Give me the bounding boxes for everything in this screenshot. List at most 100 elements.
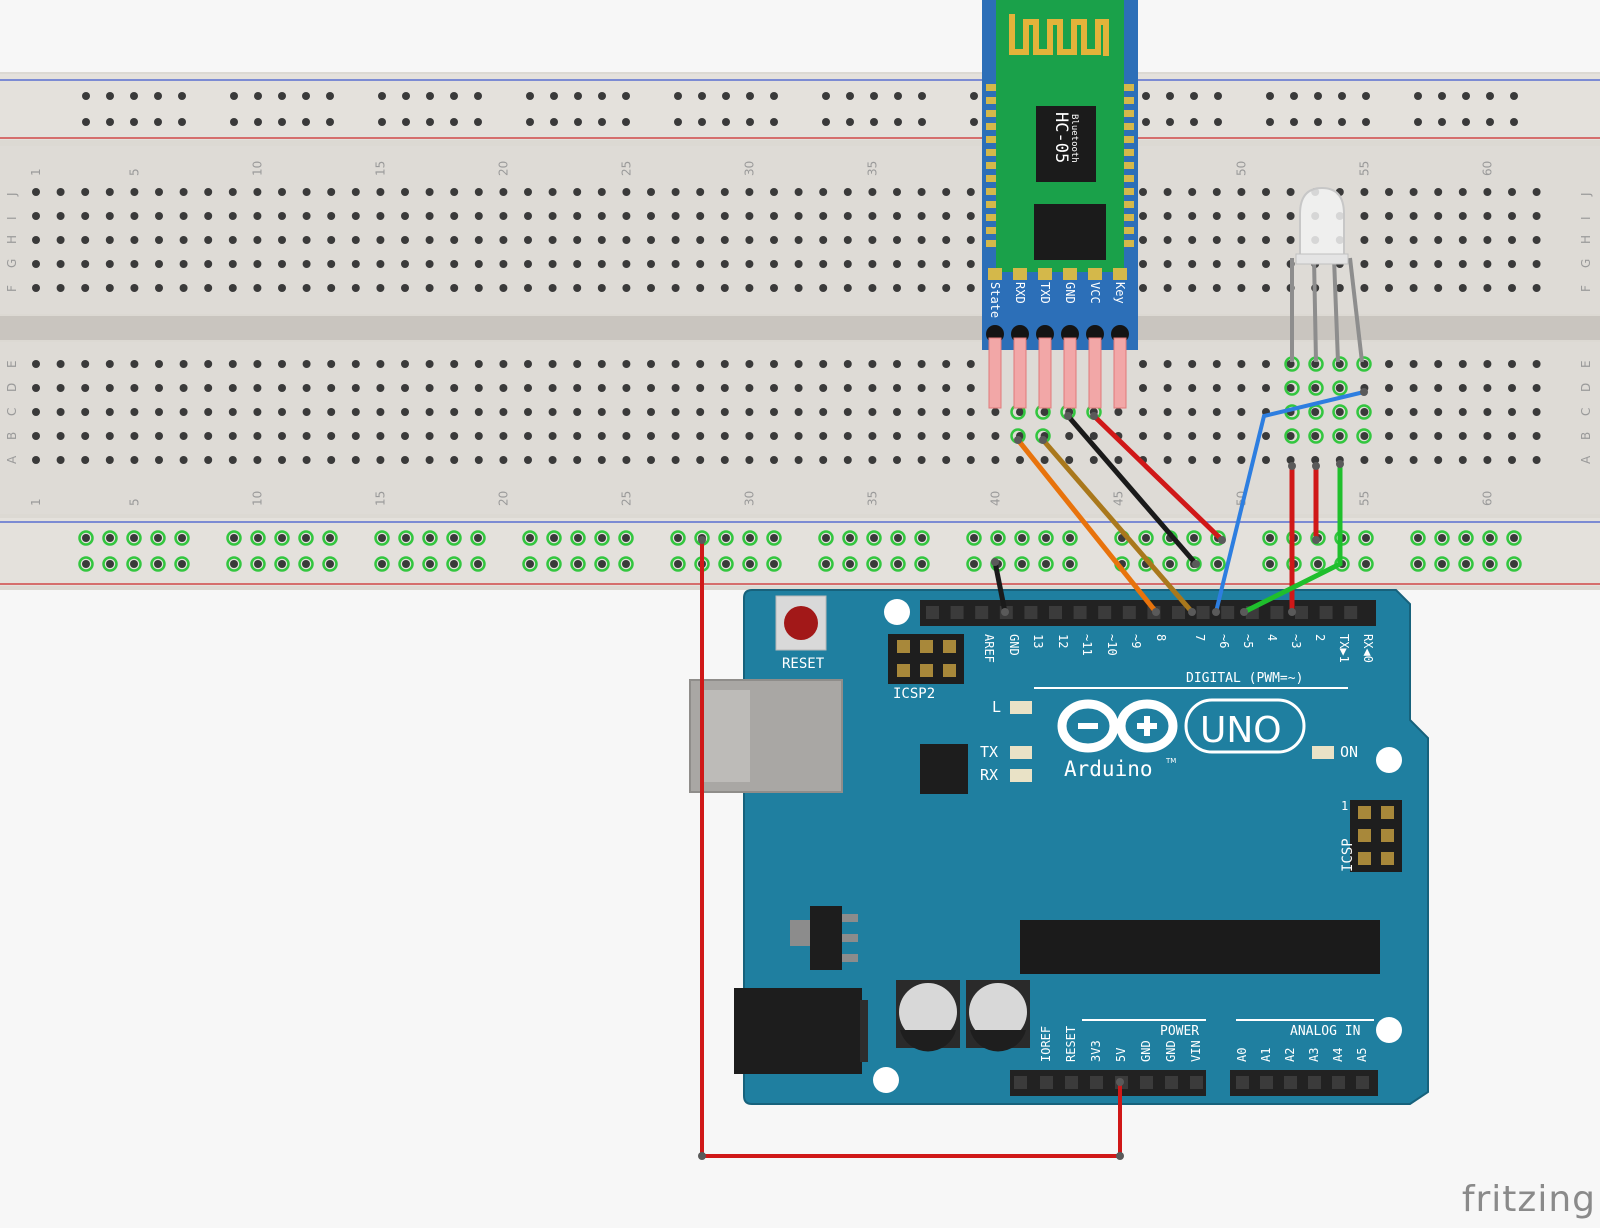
column-number-top: 15 xyxy=(373,161,387,176)
rail-hole xyxy=(230,560,238,568)
hc05-pad xyxy=(1124,97,1134,104)
breadboard-hole xyxy=(1237,284,1246,292)
breadboard-hole xyxy=(1286,432,1295,440)
rail-hole xyxy=(426,118,434,126)
breadboard-hole xyxy=(327,236,336,244)
wire-green xyxy=(1242,464,1343,615)
rail-hole xyxy=(402,92,410,100)
wire-endpoint xyxy=(1212,608,1220,616)
breadboard-hole xyxy=(278,456,286,464)
hc05-pad xyxy=(1124,123,1134,130)
breadboard-hole xyxy=(351,384,360,392)
column-number-top: 30 xyxy=(742,161,756,176)
breadboard-hole xyxy=(1360,456,1369,464)
breadboard-hole xyxy=(179,188,188,196)
breadboard-hole xyxy=(351,236,360,244)
breadboard-hole xyxy=(647,260,655,268)
capacitor xyxy=(896,980,960,1052)
breadboard-hole xyxy=(1532,284,1541,292)
rail-hole xyxy=(1190,118,1198,126)
column-number-bottom: 15 xyxy=(373,491,387,506)
reset-button-cap[interactable] xyxy=(784,606,818,640)
rail-hole xyxy=(1142,118,1150,126)
breadboard-hole xyxy=(671,188,680,196)
breadboard-hole xyxy=(1212,456,1221,464)
breadboard-hole xyxy=(1188,432,1197,440)
analog-pin-label: A3 xyxy=(1307,1048,1321,1062)
breadboard-hole xyxy=(573,432,582,440)
analog-pin-label: A1 xyxy=(1259,1048,1273,1062)
breadboard-hole xyxy=(745,360,754,368)
breadboard-hole xyxy=(1483,212,1492,220)
rail-hole xyxy=(1166,560,1174,568)
row-letter: E xyxy=(1579,360,1593,368)
breadboard-hole xyxy=(401,188,409,196)
breadboard-hole xyxy=(966,384,975,392)
breadboard-hole xyxy=(893,236,901,244)
breadboard-hole xyxy=(204,456,213,464)
breadboard-hole xyxy=(474,188,483,196)
rail-hole xyxy=(154,560,162,568)
rail-hole xyxy=(674,92,682,100)
wire-rxd-orange xyxy=(1016,438,1158,614)
rail-hole xyxy=(278,560,286,568)
rail-hole xyxy=(106,92,114,100)
rail-hole xyxy=(770,118,778,126)
breadboard-hole xyxy=(868,408,877,416)
header-pin xyxy=(1196,606,1210,619)
breadboard-hole xyxy=(991,408,1000,416)
breadboard-hole xyxy=(745,456,754,464)
hc05-pad xyxy=(1124,188,1134,195)
breadboard-hole xyxy=(720,408,729,416)
breadboard-hole xyxy=(1139,236,1147,244)
breadboard-hole xyxy=(179,384,188,392)
connected-hole xyxy=(1332,380,1348,396)
rail-hole-connected xyxy=(522,530,538,546)
digital-pin-label: 4 xyxy=(1265,634,1279,641)
breadboard-hole xyxy=(56,360,65,368)
rail-hole xyxy=(870,560,878,568)
hc05-pad xyxy=(986,175,996,182)
rail-hole xyxy=(746,560,754,568)
rail-hole xyxy=(402,118,410,126)
connected-hole xyxy=(1308,428,1324,444)
rail-hole xyxy=(82,534,90,542)
breadboard-hole xyxy=(56,260,65,268)
breadboard-hole xyxy=(917,212,926,220)
rail-hole xyxy=(178,118,186,126)
breadboard-hole xyxy=(155,188,163,196)
breadboard-hole xyxy=(1434,212,1443,220)
breadboard-hole xyxy=(56,456,65,464)
wire-endpoint xyxy=(698,1152,706,1160)
breadboard-hole xyxy=(1434,432,1443,440)
breadboard-hole xyxy=(228,408,237,416)
breadboard-hole xyxy=(696,432,705,440)
breadboard-hole xyxy=(425,384,434,392)
breadboard-hole xyxy=(819,432,828,440)
breadboard-hole xyxy=(81,188,90,196)
led-rx xyxy=(1010,769,1032,782)
rail-hole-connected xyxy=(1410,530,1426,546)
breadboard-hole xyxy=(1532,236,1541,244)
breadboard-hole xyxy=(819,212,828,220)
power-pin-label: GND xyxy=(1139,1040,1153,1062)
breadboard-hole xyxy=(966,188,975,196)
rail-hole-connected xyxy=(398,530,414,546)
wire-endpoint xyxy=(1188,608,1196,616)
wire-endpoint xyxy=(1360,388,1368,396)
breadboard-hole xyxy=(1212,432,1221,440)
breadboard-hole xyxy=(1163,188,1172,196)
breadboard-hole xyxy=(450,188,459,196)
rail-hole xyxy=(82,560,90,568)
breadboard-hole xyxy=(499,188,508,196)
breadboard-hole xyxy=(327,260,336,268)
rail-hole xyxy=(526,92,534,100)
rail-hole xyxy=(378,534,386,542)
breadboard-hole xyxy=(1286,384,1295,392)
column-number-top: 10 xyxy=(250,161,264,176)
rail-hole xyxy=(1314,118,1322,126)
rail-hole-connected xyxy=(374,556,390,572)
icsp-pin1-label: 1 xyxy=(1341,799,1348,813)
rail-hole xyxy=(574,118,582,126)
rail-hole xyxy=(918,118,926,126)
